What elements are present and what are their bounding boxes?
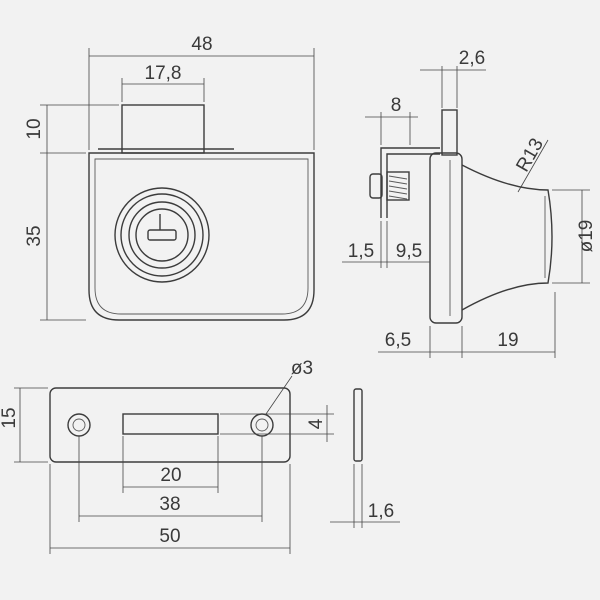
strike-plate-edge bbox=[353, 388, 363, 462]
lock-body-outline bbox=[88, 152, 315, 321]
screw-hole-left-inner bbox=[72, 418, 86, 432]
dim-label-20: 20 bbox=[160, 465, 181, 486]
strike-plate-side-view: 1,6 bbox=[330, 388, 400, 528]
strike-plate bbox=[49, 387, 291, 463]
bolt bbox=[121, 104, 205, 154]
dim-label-6-5: 6,5 bbox=[385, 330, 411, 351]
cylinder-outer-ring bbox=[114, 187, 210, 283]
strike-plate-dimensions: 15 ø3 4 20 38 50 bbox=[0, 358, 334, 554]
front-view-dimensions: 48 17,8 10 35 bbox=[24, 34, 315, 321]
dim-label-4: 4 bbox=[306, 418, 327, 429]
side-view-dimensions: 2,6 8 R13 ø19 1,5 9,5 6,5 19 bbox=[342, 48, 597, 358]
side-view bbox=[369, 109, 553, 324]
dim-label-38: 38 bbox=[159, 494, 180, 515]
screw-thread-pattern bbox=[388, 175, 408, 200]
screw-thread bbox=[386, 171, 410, 201]
cylinder-ring-3 bbox=[128, 201, 196, 269]
front-view bbox=[88, 104, 315, 321]
dim-label-15: 15 bbox=[0, 407, 20, 428]
screw-hole-right-outer bbox=[250, 413, 274, 437]
dim-label-8: 8 bbox=[391, 95, 402, 116]
strike-plate-view bbox=[49, 387, 291, 463]
cylinder-ring-2 bbox=[120, 193, 204, 277]
dim-label-2-6: 2,6 bbox=[459, 48, 485, 69]
screw-head bbox=[369, 173, 383, 199]
dim-leader-r13 bbox=[517, 139, 549, 193]
keyhole-icon bbox=[147, 229, 177, 241]
l-bracket bbox=[380, 147, 440, 218]
dim-label-17-8: 17,8 bbox=[145, 63, 182, 84]
dim-label-9-5: 9,5 bbox=[396, 241, 422, 262]
dim-label-35: 35 bbox=[24, 225, 45, 246]
dim-label-48: 48 bbox=[191, 34, 212, 55]
lock-body-inner-edge bbox=[94, 158, 309, 315]
dim-label-d3: ø3 bbox=[291, 358, 313, 379]
dim-label-50: 50 bbox=[159, 526, 180, 547]
knob-profile bbox=[461, 164, 553, 311]
screw-hole-left-outer bbox=[67, 413, 91, 437]
rosette bbox=[429, 152, 463, 324]
dim-label-r13: R13 bbox=[512, 135, 548, 176]
mounting-plate bbox=[441, 109, 458, 156]
screw-hole-right-inner bbox=[255, 418, 269, 432]
dim-label-1-5: 1,5 bbox=[348, 241, 374, 262]
dim-label-1-6: 1,6 bbox=[368, 501, 394, 522]
dim-label-19: 19 bbox=[497, 330, 518, 351]
cylinder-core bbox=[135, 208, 189, 262]
dim-leader-d3 bbox=[265, 375, 293, 415]
bolt-slot bbox=[122, 413, 219, 435]
dim-label-d19: ø19 bbox=[576, 220, 597, 253]
dim-label-10: 10 bbox=[24, 118, 45, 139]
